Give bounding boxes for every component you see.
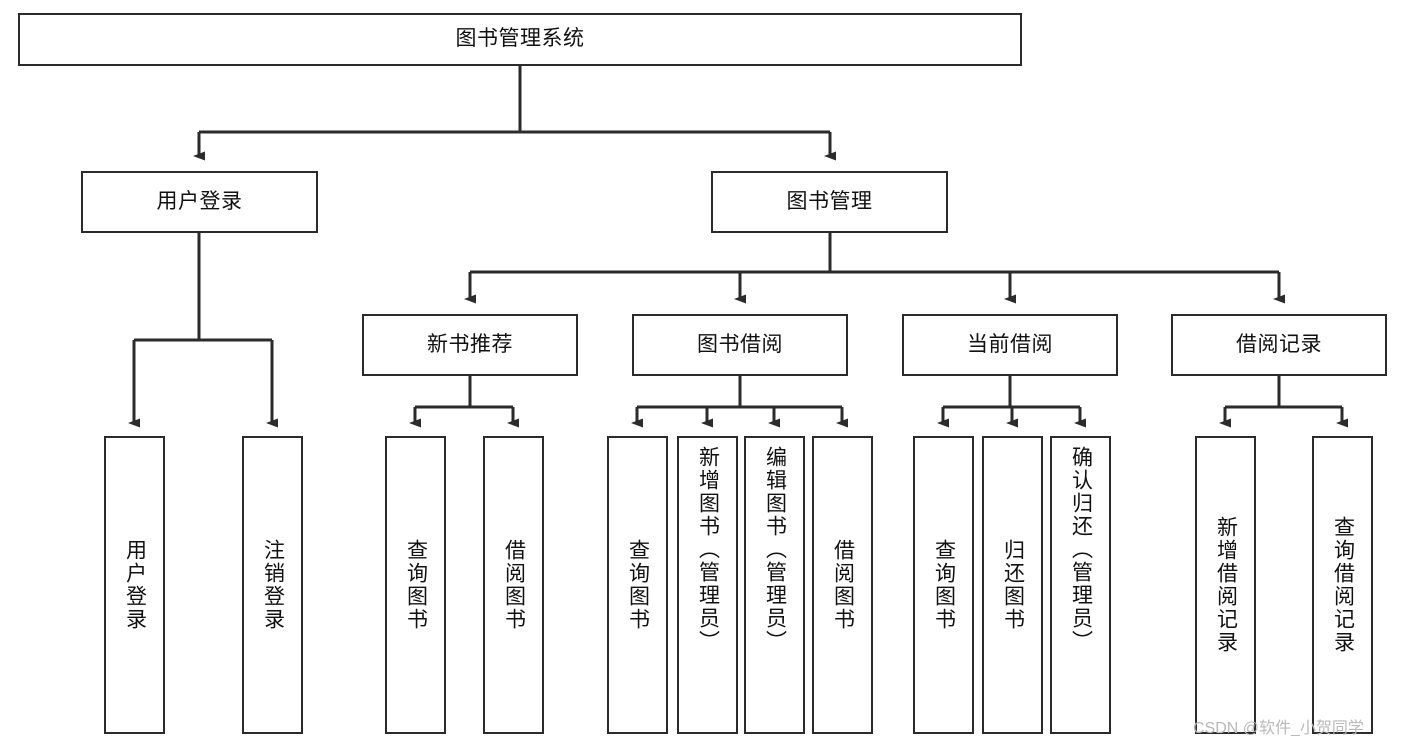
node-user-login[interactable]: 用户登录 xyxy=(81,171,318,233)
leaf-borrow-book-1-label: 借阅图书 xyxy=(502,539,526,631)
leaf-logout-label: 注销登录 xyxy=(261,539,285,631)
leaf-add-record[interactable]: 新增借阅记录 xyxy=(1195,436,1256,734)
node-root[interactable]: 图书管理系统 xyxy=(18,13,1022,66)
node-new-book-recommend-label: 新书推荐 xyxy=(427,332,513,356)
leaf-query-book-2-label: 查询图书 xyxy=(626,539,650,631)
leaf-user-login-label: 用户登录 xyxy=(123,539,147,631)
node-book-manage-label: 图书管理 xyxy=(786,189,873,213)
leaf-query-book-3-label: 查询图书 xyxy=(932,539,956,631)
leaf-edit-book[interactable]: 编辑图书（管理员） xyxy=(744,436,805,734)
node-book-borrow-label: 图书借阅 xyxy=(697,332,783,356)
leaf-confirm-return[interactable]: 确认归还（管理员） xyxy=(1050,436,1111,734)
node-current-borrow[interactable]: 当前借阅 xyxy=(902,314,1118,376)
node-borrow-record[interactable]: 借阅记录 xyxy=(1171,314,1387,376)
leaf-query-book-3[interactable]: 查询图书 xyxy=(913,436,974,734)
leaf-borrow-book-2[interactable]: 借阅图书 xyxy=(812,436,873,734)
leaf-query-book-1[interactable]: 查询图书 xyxy=(385,436,446,734)
leaf-query-record[interactable]: 查询借阅记录 xyxy=(1312,436,1373,734)
node-borrow-record-label: 借阅记录 xyxy=(1236,332,1322,356)
node-new-book-recommend[interactable]: 新书推荐 xyxy=(362,314,578,376)
leaf-logout[interactable]: 注销登录 xyxy=(242,436,303,734)
leaf-add-record-label: 新增借阅记录 xyxy=(1214,516,1238,654)
leaf-add-book[interactable]: 新增图书（管理员） xyxy=(677,436,738,734)
node-current-borrow-label: 当前借阅 xyxy=(967,332,1053,356)
csdn-watermark: CSDN @软件_小贺同学 xyxy=(1193,720,1364,737)
node-root-label: 图书管理系统 xyxy=(455,27,585,51)
node-book-borrow[interactable]: 图书借阅 xyxy=(632,314,848,376)
leaf-user-login[interactable]: 用户登录 xyxy=(104,436,165,734)
node-book-manage[interactable]: 图书管理 xyxy=(711,171,948,233)
leaf-query-book-2[interactable]: 查询图书 xyxy=(607,436,668,734)
leaf-add-book-label: 新增图书（管理员） xyxy=(696,446,720,653)
leaf-query-record-label: 查询借阅记录 xyxy=(1331,516,1355,654)
leaf-return-book[interactable]: 归还图书 xyxy=(982,436,1043,734)
node-user-login-label: 用户登录 xyxy=(156,189,243,213)
leaf-confirm-return-label: 确认归还（管理员） xyxy=(1069,446,1093,653)
leaf-borrow-book-2-label: 借阅图书 xyxy=(831,539,855,631)
leaf-query-book-1-label: 查询图书 xyxy=(404,539,428,631)
leaf-edit-book-label: 编辑图书（管理员） xyxy=(763,446,787,653)
leaf-return-book-label: 归还图书 xyxy=(1001,539,1025,631)
leaf-borrow-book-1[interactable]: 借阅图书 xyxy=(483,436,544,734)
